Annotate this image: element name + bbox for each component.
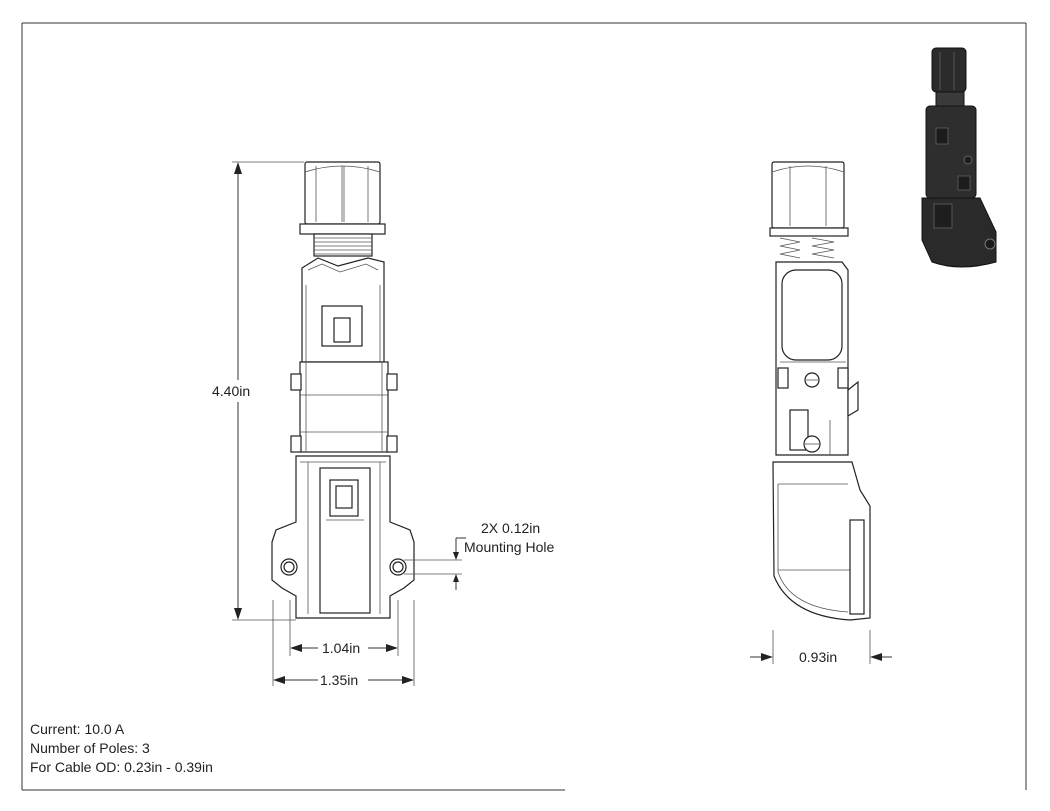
side-view [769, 161, 871, 621]
front-view [271, 161, 415, 619]
spec-cable-od: For Cable OD: 0.23in - 0.39in [30, 759, 213, 775]
spec-number-of-poles: Number of Poles: 3 [30, 740, 150, 756]
dimension-lines [232, 161, 892, 686]
mount-hole-label: Mounting Hole [464, 539, 554, 555]
connector-render [921, 47, 997, 268]
outer-width-dimension: 1.35in [320, 672, 358, 688]
sheet-border [21, 22, 1027, 791]
inner-width-dimension: 1.04in [322, 640, 360, 656]
mount-hole-dimension: 2X 0.12in [481, 520, 540, 536]
side-depth-dimension: 0.93in [799, 649, 837, 665]
height-dimension: 4.40in [212, 383, 250, 399]
spec-current: Current: 10.0 A [30, 721, 125, 737]
